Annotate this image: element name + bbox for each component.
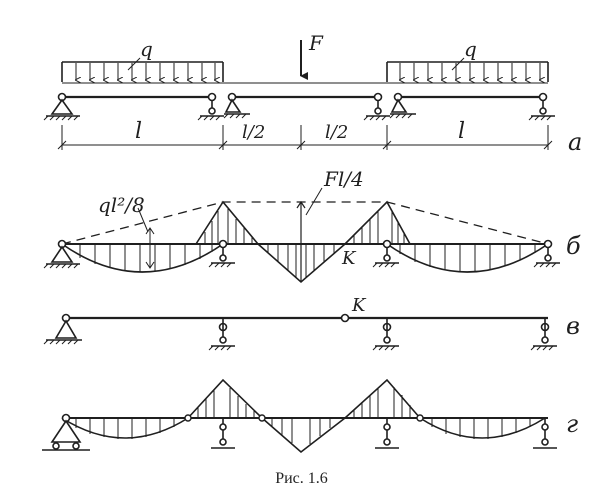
load-label-q-right: q — [464, 37, 477, 61]
support-e-pin — [389, 92, 416, 119]
distributed-load-right — [386, 57, 549, 82]
point-label-k-v: K — [351, 295, 367, 316]
dimension-line — [57, 125, 553, 150]
dimension-label-1: l — [135, 119, 142, 144]
support-g-2 — [211, 418, 235, 449]
support-v-right — [530, 318, 557, 351]
support-b-right — [533, 239, 560, 268]
support-g-left — [42, 413, 90, 451]
panel-b-moment-diagram — [43, 187, 560, 284]
distributed-load-left — [61, 57, 224, 82]
support-v-2 — [208, 318, 235, 351]
support-b-left — [43, 239, 80, 269]
support-a-fixed-pin — [43, 92, 80, 121]
load-label-q-left: q — [140, 37, 153, 61]
support-b-3 — [372, 239, 399, 268]
panel-a-scheme — [43, 40, 555, 150]
support-b-2 — [208, 239, 235, 268]
figure-caption: Рис. 1.6 — [275, 470, 328, 487]
dimension-label-3: l/2 — [325, 122, 348, 143]
support-v-3 — [372, 318, 399, 351]
panel-label-a: а — [568, 128, 582, 156]
support-c-pin — [223, 92, 250, 119]
support-g-3 — [375, 418, 399, 449]
dimension-label-4: l — [458, 119, 465, 144]
panel-v-scheme — [43, 313, 557, 351]
hinge-k — [340, 313, 350, 323]
panel-g-diagram — [42, 378, 557, 454]
force-label-f: F — [308, 31, 324, 55]
support-b-roller — [197, 92, 224, 121]
panel-label-v: в — [566, 312, 580, 340]
dimension-label-2: l/2 — [242, 122, 265, 143]
dashed-envelope — [61, 201, 549, 245]
panel-label-g: г — [566, 410, 578, 438]
panel-label-b: б — [566, 232, 581, 260]
support-d-roller — [363, 92, 390, 121]
support-f-roller — [528, 92, 555, 121]
point-label-k-b: K — [341, 248, 357, 269]
moment-label-fl-4: Fl/4 — [323, 167, 364, 191]
support-g-right — [533, 418, 557, 449]
moment-label-ql2-8: ql²/8 — [98, 193, 145, 217]
support-v-left — [43, 313, 82, 345]
